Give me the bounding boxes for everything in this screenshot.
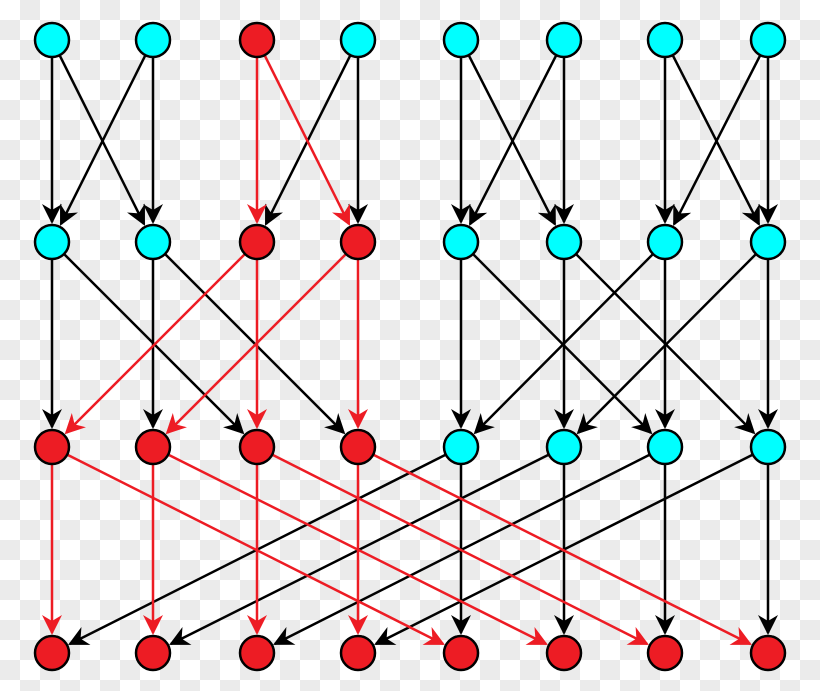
inactive-edge-arrow	[576, 253, 757, 435]
inactive-node	[545, 21, 583, 59]
inactive-node	[749, 21, 787, 59]
nodes	[33, 21, 787, 672]
inactive-node	[545, 223, 583, 261]
inactive-node	[646, 223, 684, 261]
inactive-node	[749, 223, 787, 261]
active-node	[33, 634, 71, 672]
inactive-node	[33, 223, 71, 261]
active-node	[33, 428, 71, 466]
inactive-node	[339, 21, 377, 59]
active-node	[238, 223, 276, 261]
inactive-edge-arrow	[473, 253, 654, 435]
inactive-edges	[42, 54, 778, 646]
inactive-node	[442, 223, 480, 261]
active-edge-arrow	[263, 54, 351, 226]
active-edge-arrow	[372, 453, 752, 646]
active-node	[646, 634, 684, 672]
active-node	[442, 634, 480, 672]
inactive-edge-arrow	[468, 54, 558, 226]
active-node	[749, 634, 787, 672]
inactive-edge-arrow	[472, 253, 653, 435]
active-node	[238, 21, 276, 59]
active-node	[339, 223, 377, 261]
active-node	[545, 634, 583, 672]
active-node	[134, 634, 172, 672]
active-edge-arrow	[271, 453, 649, 646]
active-edge-arrow	[64, 253, 246, 435]
inactive-node	[646, 21, 684, 59]
inactive-node	[749, 428, 787, 466]
inactive-edge-arrow	[672, 54, 762, 226]
inactive-node	[646, 428, 684, 466]
inactive-node	[545, 428, 583, 466]
active-edge-arrow	[165, 253, 347, 435]
active-edge-arrow	[66, 453, 445, 646]
inactive-node	[442, 21, 480, 59]
inactive-edge-arrow	[59, 54, 147, 226]
active-node	[339, 428, 377, 466]
active-edges	[42, 54, 752, 646]
inactive-node	[134, 21, 172, 59]
active-node	[339, 634, 377, 672]
inactive-edge-arrow	[164, 253, 346, 435]
active-node	[238, 634, 276, 672]
inactive-node	[33, 21, 71, 59]
active-node	[134, 428, 172, 466]
inactive-node	[442, 428, 480, 466]
active-node	[238, 428, 276, 466]
inactive-node	[134, 223, 172, 261]
